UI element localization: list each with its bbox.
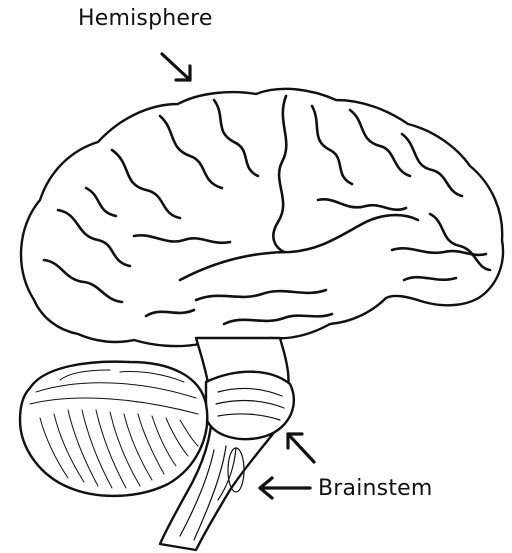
cerebral-hemisphere xyxy=(21,89,503,346)
hemisphere-label: Hemisphere xyxy=(78,6,213,31)
arrow-down-right-icon xyxy=(162,54,190,80)
arrow-left-icon xyxy=(260,478,310,498)
arrow-up-left-icon xyxy=(288,434,314,462)
brainstem-label: Brainstem xyxy=(318,476,433,501)
cerebellum xyxy=(20,362,207,496)
